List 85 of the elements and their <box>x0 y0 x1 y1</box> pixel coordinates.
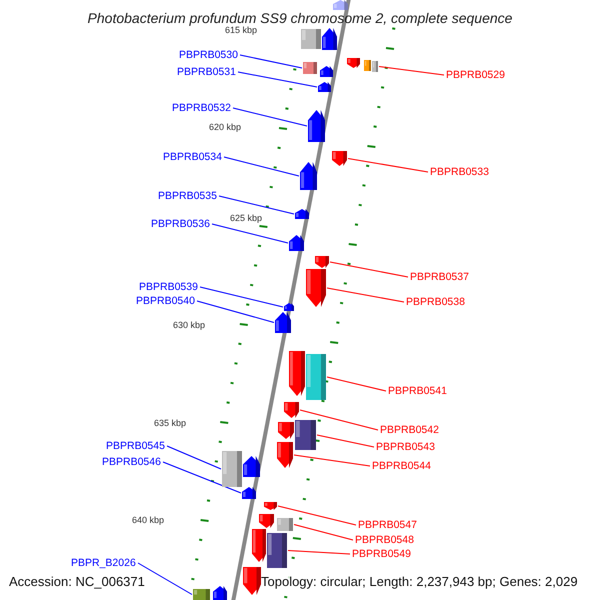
gene-label: PBPRB0548 <box>355 534 414 545</box>
leader-line <box>278 506 356 526</box>
gene-label: PBPRB0538 <box>406 296 465 307</box>
gene-glyph <box>277 518 293 531</box>
gene-glyph <box>242 487 256 499</box>
gene-label: PBPRB0535 <box>158 190 217 201</box>
gene-glyph <box>306 354 326 400</box>
leader-line <box>200 286 284 308</box>
leader-line <box>196 300 274 323</box>
gene-label: PBPRB0531 <box>177 66 236 77</box>
gene-glyph <box>301 29 321 49</box>
gene-glyph <box>259 514 274 528</box>
gene-glyph <box>267 533 287 568</box>
topology-note: Topology: circular; Length: 2,237,943 bp; Genes: 2,029 <box>261 575 578 588</box>
scale-label: 625 kbp <box>230 214 262 223</box>
gene-label: PBPRB0536 <box>151 218 210 229</box>
gene-label: PBPRB0534 <box>163 152 222 162</box>
leader-line <box>378 66 444 76</box>
gene-label: PBPRB0530 <box>179 50 238 60</box>
gene-glyph <box>372 61 378 72</box>
gene-glyph <box>347 58 360 68</box>
leader-line <box>166 446 222 470</box>
gene-label: PBPRB0529 <box>446 70 505 80</box>
gene-label: PBPRB0533 <box>430 166 489 177</box>
leader-line <box>326 376 386 392</box>
gene-label: PBPRB0543 <box>376 442 435 452</box>
gene-glyph <box>264 502 277 510</box>
gene-glyph <box>332 151 347 166</box>
leader-line <box>348 158 428 172</box>
gene-glyph <box>308 110 325 142</box>
leader-line <box>288 550 350 554</box>
gene-label: PBPRB0549 <box>352 548 411 559</box>
gene-glyph <box>277 442 293 468</box>
gene-glyph <box>289 235 304 251</box>
gene-glyph <box>315 256 329 268</box>
scale-label: 635 kbp <box>154 419 186 428</box>
gene-glyph <box>318 82 331 92</box>
gene-label: PBPRB0546 <box>102 456 161 467</box>
gene-glyph <box>300 162 317 190</box>
gene-glyph <box>278 422 294 439</box>
gene-glyph <box>333 0 348 10</box>
gene-glyph <box>243 567 261 595</box>
scale-label: 615 kbp <box>225 26 258 35</box>
gene-glyph <box>295 209 309 219</box>
gene-glyph <box>275 312 291 333</box>
scale-label: 630 kbp <box>173 321 206 330</box>
leader-line <box>294 524 354 540</box>
leader-line <box>240 54 302 68</box>
accession-note: Accession: NC_006371 <box>9 575 145 588</box>
gene-glyph <box>213 586 227 600</box>
gene-glyph <box>320 66 333 77</box>
gene-label: PBPRB0532 <box>172 102 231 113</box>
leader-line <box>316 434 374 448</box>
gene-glyph <box>322 28 337 50</box>
gene-glyph <box>222 451 242 487</box>
gene-glyph <box>289 351 305 396</box>
leader-line <box>232 108 308 126</box>
gene-glyph <box>364 60 371 71</box>
gene-label: PBPRB0545 <box>106 440 165 451</box>
leader-line <box>294 454 370 466</box>
gene-label: PBPRB0542 <box>380 424 439 435</box>
gene-label: PBPRB0537 <box>410 272 469 282</box>
gene-label: PBPRB0539 <box>139 282 198 292</box>
leader-line <box>218 196 294 214</box>
leader-line <box>330 262 408 278</box>
gene-label: PBPRB0540 <box>136 296 195 306</box>
leader-line <box>162 462 242 494</box>
gene-label: PBPRB0547 <box>358 520 417 530</box>
gene-glyph <box>284 303 294 311</box>
gene-glyph <box>284 402 299 418</box>
gene-label: PBPRB0544 <box>372 460 431 471</box>
gene-label: PBPR_B2026 <box>71 558 136 568</box>
gene-glyph <box>193 589 210 600</box>
scale-label: 640 kbp <box>132 516 164 525</box>
gene-label: PBPRB0541 <box>388 386 447 396</box>
leader-line <box>238 72 318 88</box>
leader-line <box>212 224 288 244</box>
map-title: Photobacterium profundum SS9 chromosome 2, complete sequence <box>86 11 514 25</box>
gene-glyph <box>303 62 317 74</box>
leader-line <box>300 410 378 430</box>
gene-glyph <box>295 420 316 450</box>
leader-line <box>326 288 404 302</box>
leader-line <box>224 156 300 176</box>
scale-label: 620 kbp <box>209 123 242 132</box>
gene-glyph <box>243 456 260 477</box>
